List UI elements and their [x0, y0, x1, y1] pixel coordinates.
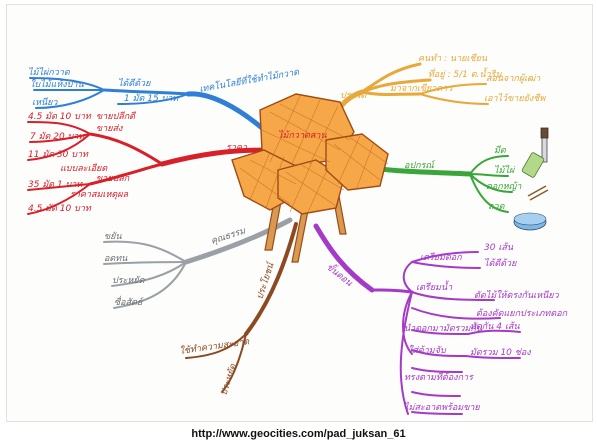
blue-mid-label: 1 มัด 15 บาท — [124, 93, 179, 104]
orange-mid-label: ที่อยู่ : 5/1 ต.น้ำริน — [428, 67, 502, 80]
center-label: ไม้กวาดสาน — [278, 129, 327, 141]
purple-leaf-label: ไม่สะอาดพร้อมขาย — [404, 401, 480, 413]
branch-blue — [29, 77, 265, 131]
purple-leaf-label: ทรงตามที่ต้องการ — [404, 370, 474, 383]
red-leaf-label: 4.5 มัด 10 บาท — [28, 203, 92, 214]
orange-main-label: ประวัติ — [340, 90, 367, 101]
green-leaf-label: ลวด — [488, 202, 506, 212]
orange-leaf-label: สอนจากผู้เฒ่า — [486, 73, 541, 84]
branch-brown — [185, 222, 298, 393]
purple-leaf-label: ใส่ด้ามจับ — [408, 344, 447, 356]
purple-leaf-label: มัดกัน 4 เส้น — [470, 321, 520, 332]
branch-red — [27, 121, 271, 215]
purple-leaf-label: ได้ดีด้วย — [484, 257, 517, 269]
red-leaf-label: ขายปลีกดี — [96, 111, 137, 122]
branch-gray — [103, 217, 293, 309]
red-leaf-label: 7 มัด 20 บาท — [30, 131, 85, 142]
grass-bundle-icon — [527, 185, 549, 201]
brown-main-label: ประโยชน์ — [253, 259, 277, 301]
red-leaf-label: ราคาสมเหตุผล — [70, 190, 129, 200]
brown-leaf-label: ประหยัด — [218, 362, 239, 397]
green-main-label: อุปกรณ์ — [404, 160, 436, 171]
red-leaf-label: 35 มัด 1 บาท — [28, 179, 83, 190]
red-mid-label: ขายส่ง — [96, 124, 123, 134]
green-leaf-label: มีด — [494, 145, 507, 156]
green-leaf-label: ไม้ไผ่ — [494, 164, 516, 176]
blue-mid-label: ได้ดีด้วย — [118, 77, 151, 89]
blue-leaf-label: เหนียว — [32, 97, 58, 108]
center-hexagons — [231, 93, 389, 215]
gray-leaf-label: ซื่อสัตย์ — [114, 295, 144, 308]
orange-leaf-label: เอาไว้ขายยังชีพ — [484, 92, 546, 104]
purple-leaf-label: ต้องคัดแยกประเภทดอก — [476, 308, 568, 319]
hexagon-weave — [239, 95, 389, 213]
orange-mid-label: มาจากเขียวดาว — [390, 83, 453, 94]
purple-leaf-label: นำดอกมามัดรวมกัน — [404, 323, 483, 334]
purple-leaf-label: ตัดไม้ให้ตรงกันเหนียว — [474, 289, 560, 301]
bamboo-icon — [521, 152, 545, 178]
purple-leaf-label: เตรียมดอก — [420, 252, 462, 263]
tool-drawings — [513, 127, 549, 231]
purple-leaf-label: เตรียมน้ำ — [416, 280, 453, 293]
blue-leaf-label: ใบไม้แห้งบ้าน — [30, 78, 84, 90]
red-main-label: ราคา — [226, 143, 248, 153]
wire-coil-icon — [513, 212, 547, 231]
purple-leaf-label: มัดรวม 10 ช่อง — [470, 347, 531, 358]
gray-leaf-label: ประหยัด — [112, 275, 146, 286]
gray-leaf-label: ขยัน — [104, 231, 122, 242]
gray-leaf-label: อดทน — [104, 254, 128, 264]
red-mid-label: ขายปลีก — [96, 173, 130, 184]
knife-icon — [540, 127, 549, 163]
blue-leaf-label: ไม้ไผ่กวาด — [28, 66, 71, 78]
orange-mid-label: คนทำ : นายเชียน — [418, 53, 488, 64]
green-leaf-label: ดอกหญ้า — [486, 181, 522, 192]
purple-leaf-label: 30 เส้น — [484, 242, 514, 253]
red-leaf-label: 4.5 มัด 10 บาท — [28, 111, 92, 122]
red-leaf-label: แบบละเอียด — [60, 163, 108, 174]
blue-main-label: เทคโนโลยีที่ใช้ทำไม้กวาด — [198, 64, 301, 95]
red-leaf-label: 11 มัด 30 บาท — [28, 149, 89, 160]
source-url: http://www.geocities.com/pad_juksan_61 — [191, 428, 406, 440]
branch-purple — [313, 223, 521, 415]
